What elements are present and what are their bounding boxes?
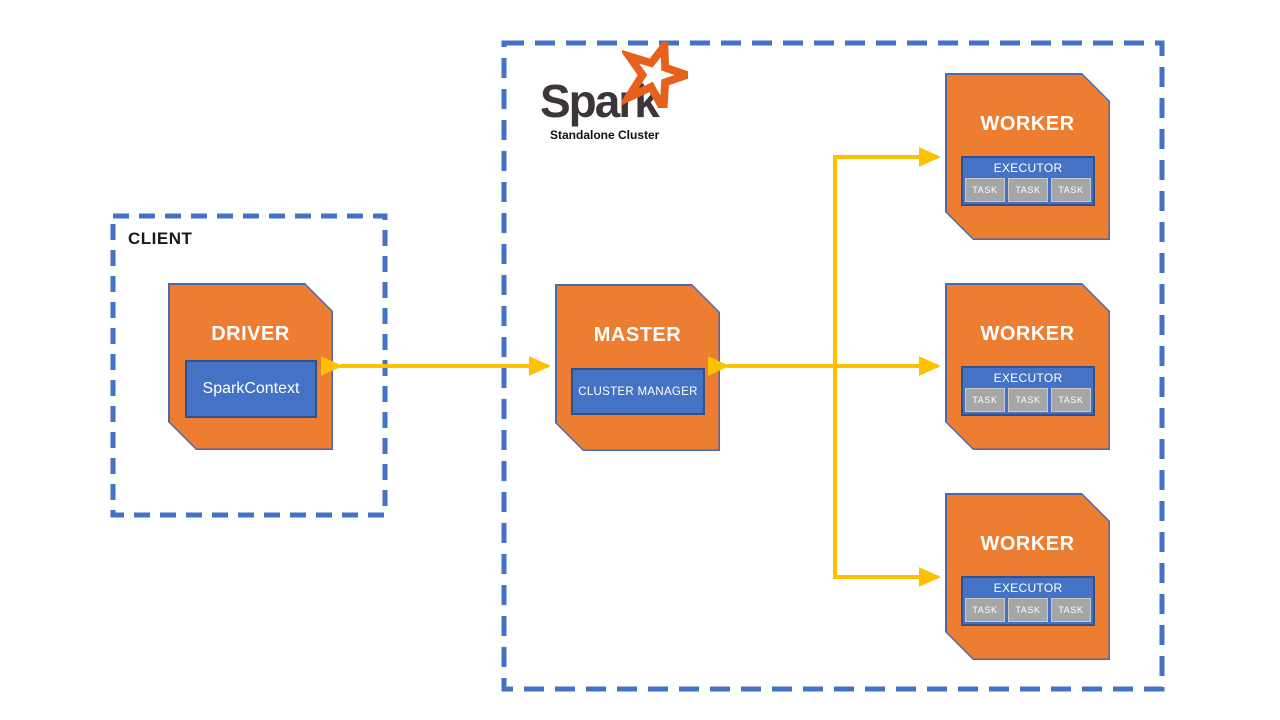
executor-label: EXECUTOR bbox=[993, 161, 1063, 175]
cluster-subtitle: Standalone Cluster bbox=[550, 128, 660, 142]
task-row: TASK TASK TASK bbox=[963, 598, 1093, 624]
task-chip: TASK bbox=[965, 178, 1005, 202]
worker-title: WORKER bbox=[980, 323, 1075, 345]
driver-title: DRIVER bbox=[211, 323, 290, 345]
task-chip: TASK bbox=[965, 388, 1005, 412]
client-label: CLIENT bbox=[128, 229, 193, 248]
master-node: MASTER CLUSTER MANAGER bbox=[555, 284, 720, 451]
master-title: MASTER bbox=[593, 324, 682, 346]
cluster-dashed-border bbox=[501, 40, 1165, 692]
executor-label: EXECUTOR bbox=[993, 371, 1063, 385]
task-row: TASK TASK TASK bbox=[963, 178, 1093, 204]
task-chip: TASK bbox=[1008, 178, 1048, 202]
driver-node: DRIVER SparkContext bbox=[168, 283, 333, 450]
cluster-boundary bbox=[501, 40, 1165, 692]
task-chip: TASK bbox=[965, 598, 1005, 622]
executor-box: EXECUTOR TASK TASK TASK bbox=[961, 366, 1095, 416]
worker-title: WORKER bbox=[980, 533, 1075, 555]
task-chip: TASK bbox=[1008, 388, 1048, 412]
task-chip: TASK bbox=[1051, 178, 1091, 202]
task-chip: TASK bbox=[1051, 598, 1091, 622]
spark-star-icon bbox=[622, 42, 688, 108]
task-chip: TASK bbox=[1008, 598, 1048, 622]
worker-node-1: WORKER EXECUTOR TASK TASK TASK bbox=[945, 73, 1110, 240]
task-chip: TASK bbox=[1051, 388, 1091, 412]
task-row: TASK TASK TASK bbox=[963, 388, 1093, 414]
cluster-manager-box: CLUSTER MANAGER bbox=[571, 368, 705, 415]
spark-context-box: SparkContext bbox=[185, 360, 317, 418]
executor-box: EXECUTOR TASK TASK TASK bbox=[961, 576, 1095, 626]
executor-box: EXECUTOR TASK TASK TASK bbox=[961, 156, 1095, 206]
master-node-fill bbox=[557, 286, 719, 450]
worker-node-3: WORKER EXECUTOR TASK TASK TASK bbox=[945, 493, 1110, 660]
worker-title: WORKER bbox=[980, 113, 1075, 135]
executor-label: EXECUTOR bbox=[993, 581, 1063, 595]
spark-logo: Spark Standalone Cluster bbox=[540, 42, 720, 148]
worker-node-2: WORKER EXECUTOR TASK TASK TASK bbox=[945, 283, 1110, 450]
